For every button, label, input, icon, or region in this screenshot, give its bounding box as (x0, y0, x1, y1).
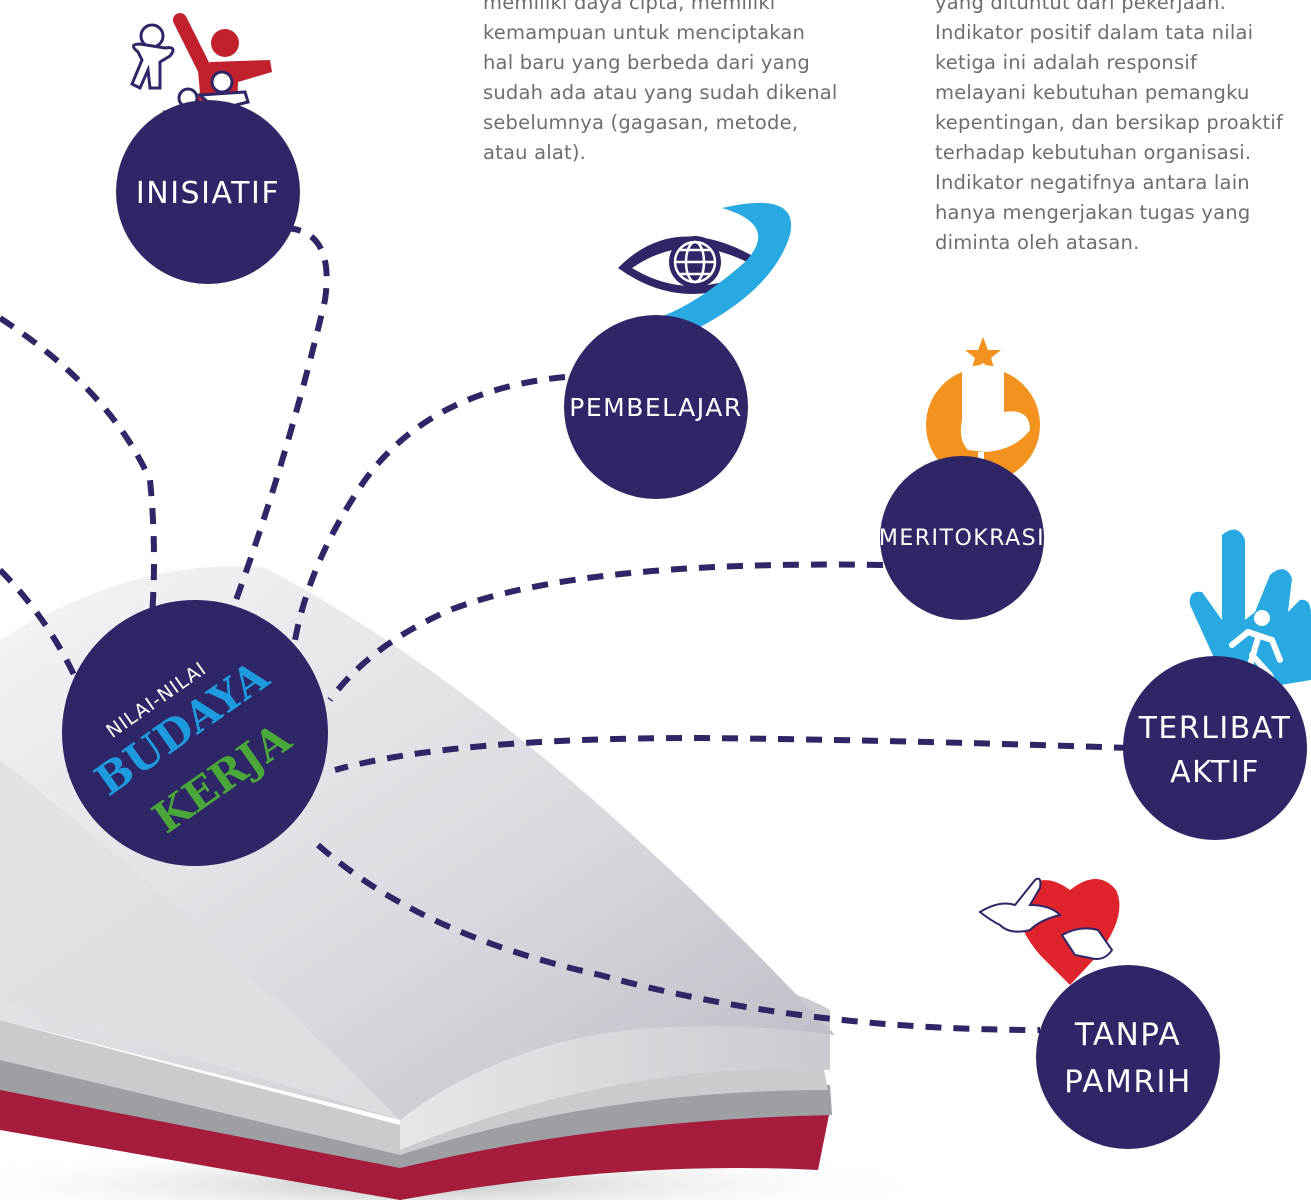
node-meritokrasi: MERITOKRASI (879, 456, 1045, 620)
connector-terlibat-aktif (334, 734, 1131, 773)
terlibat-aktif-line1: TERLIBAT (1138, 711, 1292, 746)
description-line: memiliki daya cipta, memiliki (483, 0, 776, 14)
description-line: diminta oleh atasan. (935, 231, 1140, 254)
book-cover (0, 1085, 830, 1200)
description-line: hanya mengerjakan tugas yang (935, 201, 1251, 224)
connector-inisiatif (222, 225, 330, 632)
description-line: kepentingan, dan bersikap proaktif (935, 111, 1284, 134)
description-line: terhadap kebutuhan organisasi. (935, 141, 1252, 164)
node-inisiatif: INISIATIF (116, 100, 300, 284)
description-line: Indikator negatifnya antara lain (935, 171, 1250, 194)
eye-globe-icon (618, 202, 792, 346)
connector-pembelajar (292, 374, 566, 641)
node-terlibat-aktif: TERLIBAT AKTIF (1123, 656, 1307, 840)
tanpa-pamrih-line1: TANPA (1074, 1017, 1181, 1053)
node-center-nilai-budaya-kerja: NILAI-NILAI BUDAYA KERJA (62, 600, 328, 866)
meritokrasi-label: MERITOKRASI (879, 526, 1045, 551)
description-line: atau alat). (483, 141, 587, 164)
node-pembelajar: PEMBELAJAR (564, 315, 748, 499)
connector-meritokrasi (327, 561, 884, 702)
inisiatif-description: memiliki daya cipta, memiliki kemampuan … (483, 0, 838, 168)
description-line: yang dituntut dari pekerjaan. (935, 0, 1227, 14)
connector-left-upper (0, 315, 157, 641)
tanpa-pamrih-line2: PAMRIH (1064, 1064, 1192, 1100)
book-page-curl (0, 760, 400, 1120)
description-line: melayani kebutuhan pemangku (935, 81, 1250, 104)
terlibat-aktif-description: yang dituntut dari pekerjaan. Indikator … (935, 0, 1283, 258)
connectors (0, 225, 1131, 1033)
description-line: sebelumnya (gagasan, metode, (483, 111, 799, 134)
inisiatif-label: INISIATIF (136, 176, 280, 211)
description-line: sudah ada atau yang sudah dikenal (483, 81, 838, 104)
description-line: kemampuan untuk menciptakan (483, 21, 806, 44)
description-line: hal baru yang berbeda dari yang (483, 51, 810, 74)
pembelajar-label: PEMBELAJAR (569, 393, 742, 422)
description-line: Indikator positif dalam tata nilai (935, 21, 1254, 44)
description-line: ketiga ini adalah responsif (935, 51, 1198, 74)
node-tanpa-pamrih: TANPA PAMRIH (1036, 965, 1220, 1149)
connector-tanpa-pamrih (316, 842, 1041, 1033)
heart-dove-icon (978, 877, 1120, 985)
terlibat-aktif-line2: AKTIF (1170, 755, 1260, 790)
